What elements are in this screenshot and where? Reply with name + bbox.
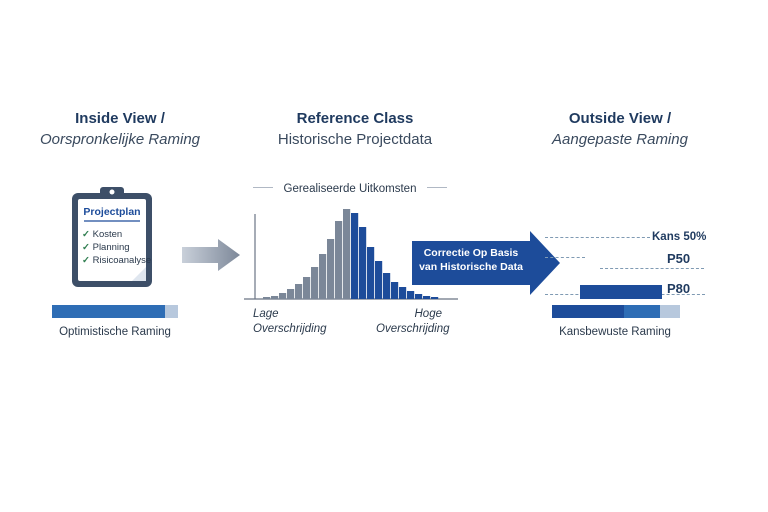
histogram-bar (311, 267, 319, 299)
p80-label: P80 (667, 281, 691, 296)
inside-view-title: Inside View / (75, 110, 165, 127)
clipboard-icon (72, 187, 152, 287)
check-icon: ✓ (82, 229, 90, 240)
probabilistic-estimate-caption: Kansbewuste Raming (559, 326, 671, 338)
histogram-bar (287, 289, 295, 299)
optimistic-estimate-caption: Optimistische Raming (59, 326, 171, 338)
check-icon: ✓ (82, 255, 90, 266)
bar-segment-dark (552, 305, 624, 318)
histogram-bar (327, 239, 335, 299)
histogram-bar (423, 296, 431, 299)
clipboard: Projectplan ✓ Kosten ✓ Planning ✓ Risico… (70, 185, 154, 289)
histogram-bar (351, 213, 359, 299)
optimistic-estimate-bar (52, 305, 178, 318)
checklist-item: ✓ Planning (82, 241, 152, 254)
histogram-bar (391, 282, 399, 299)
correction-line2: van Historische Data (419, 261, 523, 273)
checklist: ✓ Kosten ✓ Planning ✓ Risicoanalyse (82, 228, 152, 267)
histogram-bar (319, 254, 327, 299)
correction-arrow-text: Correctie Op Basis van Historische Data (412, 246, 530, 274)
bar-segment-light (660, 305, 680, 318)
histogram-bar (303, 277, 311, 299)
low-label-line2: Overschrijding (253, 323, 327, 335)
low-label-line1: Lage (253, 308, 279, 320)
histogram-bar (415, 294, 423, 299)
dashed-line-top (545, 237, 650, 238)
probabilistic-estimate-bar (552, 305, 680, 318)
check-icon: ✓ (82, 242, 90, 253)
checklist-item-label: Kosten (92, 229, 123, 240)
arrow-right-icon (182, 239, 240, 271)
low-overrun-label: Lage Overschrijding (253, 307, 327, 337)
histogram-bar (271, 296, 279, 299)
histogram-bar (279, 293, 287, 299)
p80-bar (580, 285, 662, 299)
histogram-bar (367, 247, 375, 299)
histogram-bar (263, 297, 271, 299)
outside-view-title: Outside View / (568, 110, 672, 127)
checklist-item: ✓ Kosten (82, 228, 152, 241)
correction-arrow-icon (412, 231, 560, 295)
histogram-bar (407, 291, 415, 299)
bar-segment-mid (624, 305, 660, 318)
histogram-bar (399, 287, 407, 299)
histogram-chart (244, 209, 458, 300)
histogram-bar (335, 221, 343, 299)
histogram-title-text: Gerealiseerde Uitkomsten (283, 183, 417, 195)
kans-50-label: Kans 50% (652, 231, 707, 243)
high-overrun-label: Hoge Overschrijding (376, 307, 450, 337)
correction-line1: Correctie Op Basis (423, 247, 519, 259)
dashed-line-mid (600, 268, 704, 269)
high-label-line2: Overschrijding (376, 323, 450, 335)
clipboard-heading: Projectplan (83, 206, 141, 218)
histogram-bar (359, 227, 367, 299)
histogram-bar (343, 209, 351, 299)
high-label-line1: Hoge (414, 308, 443, 320)
inside-view-subtitle: Oorspronkelijke Raming (39, 131, 201, 148)
checklist-item-label: Planning (92, 242, 130, 253)
outside-view-subtitle: Aangepaste Raming (552, 131, 688, 148)
histogram-bar (431, 297, 439, 299)
histogram-bar (383, 273, 391, 299)
optimistic-estimate-fill (52, 305, 166, 318)
histogram-bar (295, 284, 303, 299)
checklist-item-label: Risicoanalyse (92, 255, 152, 266)
p50-label: P50 (667, 251, 691, 266)
reference-class-subtitle: Historische Projectdata (277, 131, 433, 148)
reference-class-title: Reference Class (296, 110, 414, 127)
histogram-bar (375, 261, 383, 299)
histogram-title: Gerealiseerde Uitkomsten (250, 179, 450, 197)
checklist-item: ✓ Risicoanalyse (82, 254, 152, 267)
dashed-line-mid-left (545, 257, 585, 258)
